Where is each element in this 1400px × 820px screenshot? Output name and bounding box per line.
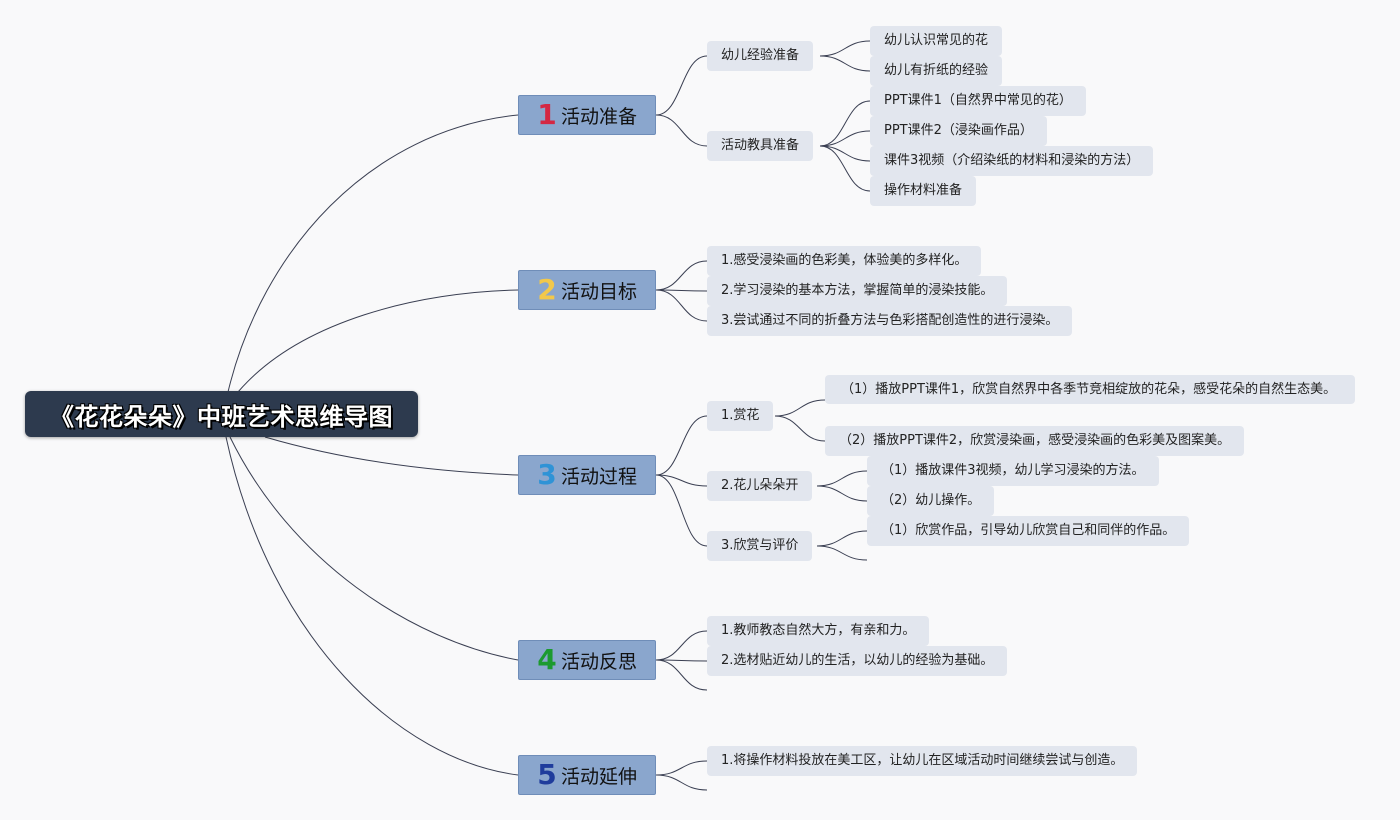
connector: [819, 100, 871, 147]
root-connector: [225, 436, 519, 776]
root-connector: [237, 289, 519, 393]
leaf-item[interactable]: 2.学习浸染的基本方法，掌握简单的浸染技能。: [707, 276, 1008, 306]
connector: [655, 289, 708, 322]
leaf-item[interactable]: 幼儿认识常见的花: [870, 26, 1003, 56]
connector: [819, 55, 871, 72]
connector: [655, 289, 708, 292]
leaf-item[interactable]: 幼儿有折纸的经验: [870, 56, 1003, 86]
connector: [819, 145, 871, 162]
connector: [655, 260, 708, 291]
leaf-item[interactable]: 2.选材贴近幼儿的生活，以幼儿的经验为基础。: [707, 646, 1008, 676]
connector: [816, 470, 868, 487]
connector: [655, 474, 708, 547]
leaf-item[interactable]: （1）欣赏作品，引导幼儿欣赏自己和同伴的作品。: [867, 516, 1190, 546]
leaf-item[interactable]: PPT课件1（自然界中常见的花）: [870, 86, 1086, 116]
branch-label: 活动目标: [561, 280, 638, 303]
leaf-item[interactable]: 1.将操作材料投放在美工区，让幼儿在区域活动时间继续尝试与创造。: [707, 746, 1138, 776]
connector: [655, 630, 708, 661]
connector: [655, 415, 708, 476]
root-topic[interactable]: 《花花朵朵》中班艺术思维导图: [25, 391, 418, 437]
root-title: 《花花朵朵》中班艺术思维导图: [50, 402, 393, 431]
branch-activity-preparation[interactable]: 1 活动准备: [518, 95, 656, 135]
connector: [819, 40, 871, 57]
leaf-item[interactable]: 1.感受浸染画的色彩美，体验美的多样化。: [707, 246, 982, 276]
leaf-item[interactable]: （2）幼儿操作。: [867, 486, 995, 516]
branch-label: 活动过程: [561, 465, 638, 488]
subtopic-teaching-aids[interactable]: 活动教具准备: [707, 131, 814, 161]
connector: [774, 399, 826, 417]
branch-activity-reflection[interactable]: 4 活动反思: [518, 640, 656, 680]
leaf-item[interactable]: 课件3视频（介绍染纸的材料和浸染的方法）: [870, 146, 1154, 176]
branch-label: 活动延伸: [561, 765, 638, 788]
connector: [819, 130, 871, 147]
connector: [655, 55, 708, 116]
connector: [819, 145, 871, 192]
connector: [655, 760, 708, 776]
leaf-item[interactable]: （1）播放PPT课件1，欣赏自然界中各季节竞相绽放的花朵，感受花朵的自然生态美。: [825, 375, 1355, 404]
subtopic-flowers-bloom[interactable]: 2.花儿朵朵开: [707, 471, 813, 501]
leaf-item[interactable]: 1.教师教态自然大方，有亲和力。: [707, 616, 930, 646]
connector: [816, 485, 868, 502]
connector: [655, 659, 708, 662]
leaf-item[interactable]: PPT课件2（浸染画作品）: [870, 116, 1047, 146]
branch-activity-process[interactable]: 3 活动过程: [518, 455, 656, 495]
connector: [816, 545, 868, 561]
connector: [655, 114, 708, 147]
connector: [655, 474, 708, 487]
leaf-item[interactable]: 操作材料准备: [870, 176, 977, 206]
branch-activity-extension[interactable]: 5 活动延伸: [518, 755, 656, 795]
number-badge-5: 5: [537, 758, 557, 791]
number-badge-1: 1: [537, 98, 557, 131]
connector: [774, 415, 826, 442]
root-connector: [227, 114, 519, 393]
subtopic-appreciate-flowers[interactable]: 1.赏花: [707, 401, 774, 431]
subtopic-appreciation-evaluation[interactable]: 3.欣赏与评价: [707, 531, 813, 561]
root-connector: [264, 436, 519, 476]
subtopic-child-experience[interactable]: 幼儿经验准备: [707, 41, 814, 71]
number-badge-3: 3: [537, 458, 557, 491]
branch-label: 活动反思: [561, 650, 638, 673]
connector: [816, 530, 868, 547]
branch-label: 活动准备: [561, 105, 638, 128]
leaf-item[interactable]: （1）播放课件3视频，幼儿学习浸染的方法。: [867, 456, 1159, 486]
connector: [655, 659, 708, 691]
number-badge-4: 4: [537, 643, 557, 676]
leaf-item[interactable]: （2）播放PPT课件2，欣赏浸染画，感受浸染画的色彩美及图案美。: [825, 426, 1245, 456]
root-connector: [229, 436, 519, 661]
connector: [655, 774, 708, 791]
number-badge-2: 2: [537, 273, 557, 306]
branch-activity-goals[interactable]: 2 活动目标: [518, 270, 656, 310]
leaf-item[interactable]: 3.尝试通过不同的折叠方法与色彩搭配创造性的进行浸染。: [707, 306, 1073, 336]
